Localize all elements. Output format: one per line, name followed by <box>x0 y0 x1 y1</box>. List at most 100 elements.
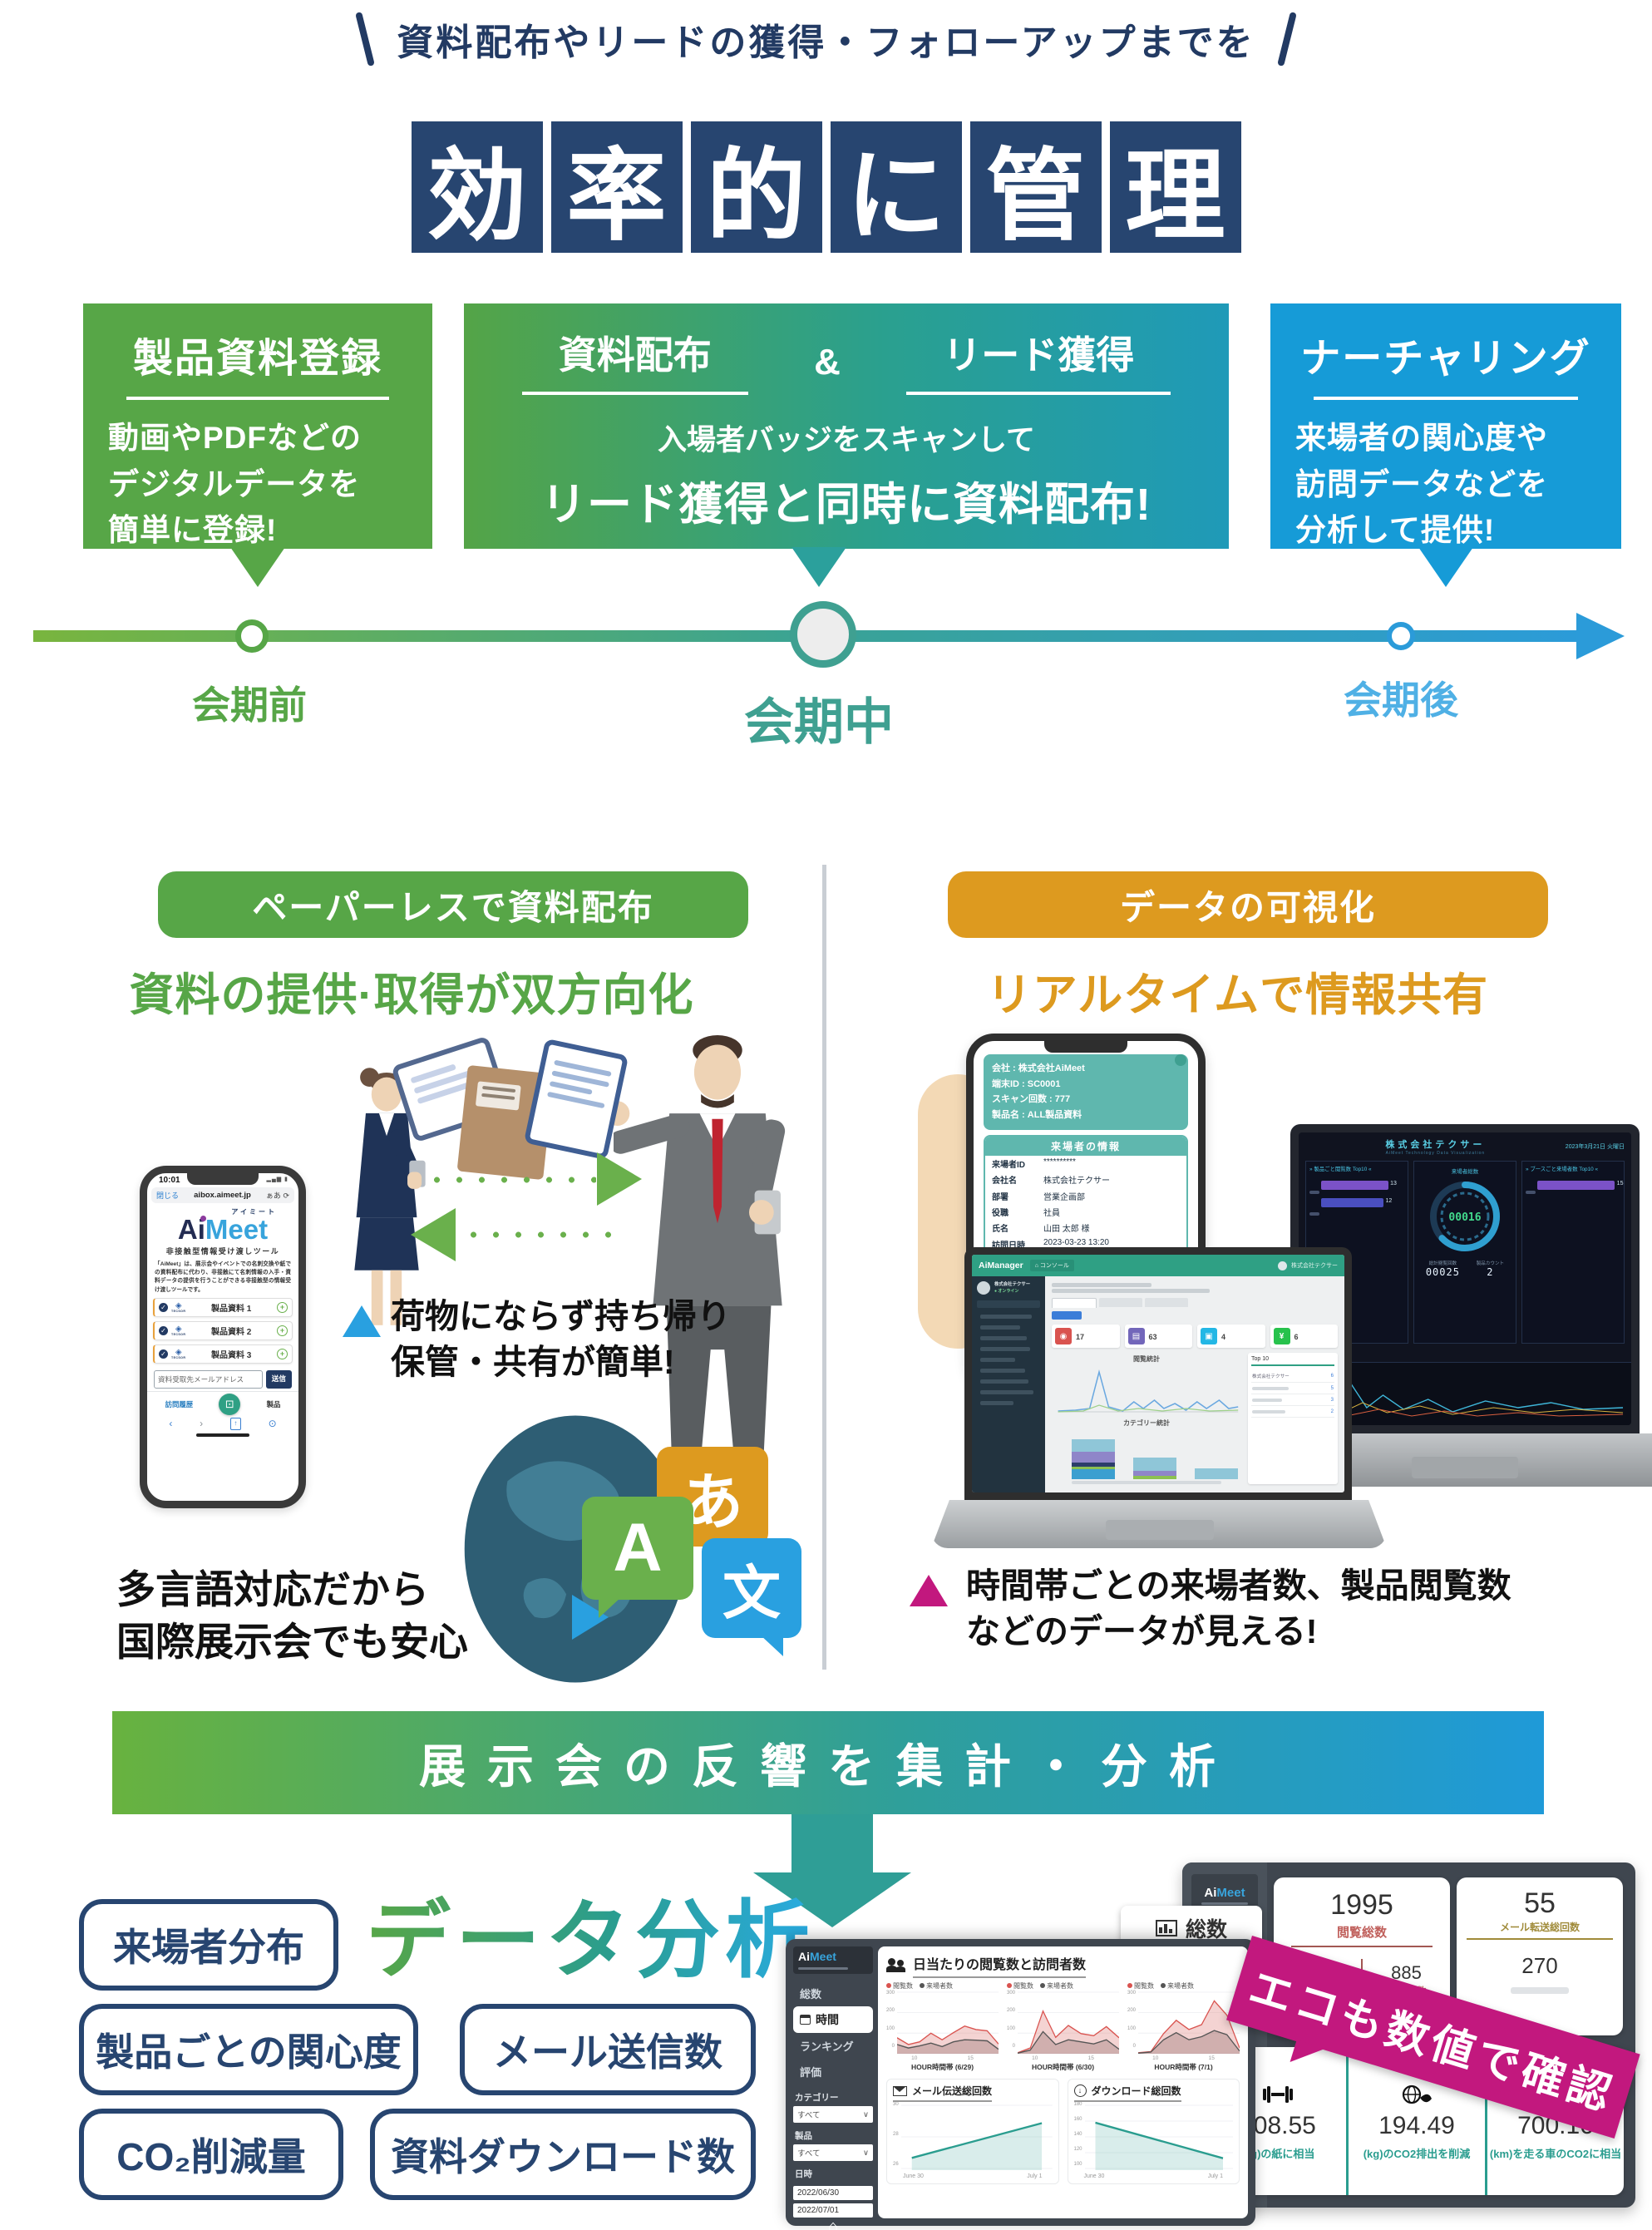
language-bubble-kanji: 文 <box>702 1538 801 1656</box>
step3-line: 分析して提供! <box>1295 513 1496 547</box>
sidebar-item[interactable] <box>980 1400 1013 1405</box>
dark-dash-company: 株式会社テクサー AiMeet Technology Data Visualiz… <box>1305 1137 1566 1156</box>
timeline-node-after <box>1387 622 1415 650</box>
views-stat-title: 閲覧統計 <box>1133 1355 1160 1363</box>
arrow-left-icon <box>411 1208 456 1261</box>
tab[interactable] <box>1099 1298 1142 1307</box>
time-dashboard: AiMeet 総数 時間 ランキング 評価 カテゴリー すべて∨ 製品 すべて∨… <box>786 1939 1255 2230</box>
dark-dash-date: 2023年3月21日 火曜日 <box>1565 1144 1625 1150</box>
step3-title: ナーチャリング <box>1300 337 1591 381</box>
sidebar-item[interactable] <box>980 1325 1020 1330</box>
nav-visit-history[interactable]: 訪問履歴 <box>165 1399 194 1409</box>
send-button[interactable]: 送信 <box>265 1369 292 1389</box>
product-doc-row[interactable]: ✓ ◈TECSOR 製品資料 3 + <box>153 1344 293 1364</box>
menu-totals[interactable]: 総数 <box>800 1988 822 2001</box>
product-doc-row[interactable]: ✓ ◈TECSOR 製品資料 2 + <box>153 1321 293 1341</box>
language-bubble-japanese: あ <box>657 1447 768 1563</box>
product-select[interactable]: すべて∨ <box>793 2144 873 2161</box>
aimeet-logo-kana: アイミート <box>231 1208 277 1216</box>
logo-accent-dot <box>200 1216 206 1221</box>
divider <box>1313 397 1579 400</box>
timeline-label-during: 会期中 <box>744 694 894 750</box>
blue-triangle-bullet-icon <box>343 1305 381 1337</box>
bar-chart-icon <box>1155 1920 1177 1936</box>
summary-banner: 展示会の反響を集計・分析 <box>112 1711 1544 1814</box>
date-from-field[interactable]: 2022/06/30 <box>793 2186 873 2200</box>
account-company: 株式会社テクサー <box>1291 1263 1338 1269</box>
add-icon[interactable]: + <box>277 1325 288 1337</box>
home-icon[interactable]: ⌂ <box>827 2218 839 2230</box>
sidebar-item[interactable] <box>980 1314 1032 1319</box>
scan-button[interactable]: ⊡ <box>219 1393 241 1415</box>
step1-line: デジタルデータを <box>108 466 361 501</box>
pill-mail-count: メール送信数 <box>460 2004 756 2095</box>
check-icon[interactable]: ✓ <box>159 1326 168 1336</box>
sidebar-item[interactable] <box>980 1357 1015 1362</box>
sidebar-item[interactable] <box>980 1346 1030 1351</box>
step-register-box: 製品資料登録 動画やPDFなどの デジタルデータを 簡単に登録! <box>83 303 432 549</box>
stat-card: ▤63 <box>1124 1325 1192 1348</box>
sidebar-search[interactable] <box>977 1300 1040 1308</box>
envelope-icon <box>893 2085 907 2096</box>
forward-icon[interactable]: › <box>200 1418 204 1430</box>
check-icon[interactable]: ✓ <box>159 1349 168 1359</box>
category-stacked-bars <box>1072 1431 1241 1479</box>
aimeet-logo: アイミート AiMeet <box>147 1208 298 1244</box>
step2-title-left: 資料配布 <box>521 325 748 395</box>
dotted-line-left <box>462 1229 622 1241</box>
avatar[interactable] <box>1278 1261 1287 1270</box>
console-breadcrumb[interactable]: ⌂ コンソール <box>1029 1260 1074 1271</box>
visualization-pill: データの可視化 <box>948 871 1548 938</box>
timeline-arrowhead-icon <box>1576 613 1625 659</box>
calendar-icon <box>800 2015 811 2025</box>
check-icon[interactable]: ✓ <box>159 1303 168 1313</box>
product-label: 製品 <box>795 2131 812 2141</box>
sidebar-item[interactable] <box>980 1389 1033 1394</box>
back-icon[interactable]: ‹ <box>169 1418 173 1430</box>
text-size-control[interactable]: ぁあ ⟳ <box>265 1191 289 1200</box>
category-stat-title: カテゴリー統計 <box>1123 1419 1170 1427</box>
share-icon[interactable]: ↑ <box>229 1417 241 1430</box>
primary-button[interactable] <box>1052 1311 1082 1320</box>
browser-close-button[interactable]: 閉じる <box>156 1191 180 1200</box>
title-char: 管 <box>969 121 1102 253</box>
magenta-triangle-bullet-icon <box>910 1575 948 1606</box>
menu-ranking[interactable]: ランキング <box>800 2040 854 2053</box>
left-column-heading: 資料の提供·取得が双方向化 <box>129 970 694 1020</box>
phone-notch <box>1044 1041 1127 1053</box>
email-field[interactable]: 資料受取先メールアドレス <box>154 1369 263 1389</box>
add-icon[interactable]: + <box>277 1302 288 1314</box>
title-char: 率 <box>550 121 683 253</box>
sidebar-item[interactable] <box>980 1379 1028 1384</box>
realtime-caption: 時間帯ごとの来場者数、製品閲覧数 などのデータが見える! <box>966 1566 1511 1651</box>
tab[interactable] <box>1052 1298 1097 1308</box>
gear-icon[interactable] <box>1175 1054 1186 1066</box>
booth-visitors-panel: » ブースごと来場者数 Top10 « 15 <box>1521 1161 1625 1344</box>
home-indicator <box>196 1433 249 1437</box>
step-distribute-box: 資料配布 & リード獲得 入場者バッジをスキャンして リード獲得と同時に資料配布… <box>464 303 1229 549</box>
language-bubble-latin: A <box>582 1497 693 1618</box>
menu-rating[interactable]: 評価 <box>800 2066 822 2079</box>
pill-visitor-distribution: 来場者分布 <box>79 1899 338 1991</box>
category-select[interactable]: すべて∨ <box>793 2106 873 2123</box>
browser-address-bar[interactable]: 閉じる aibox.aimeet.jp ぁあ ⟳ <box>151 1187 294 1203</box>
add-icon[interactable]: + <box>277 1349 288 1360</box>
date-to-field[interactable]: 2022/07/01 <box>793 2203 873 2218</box>
aimeet-tagline: 非接触型情報受け渡しツール <box>165 1247 280 1256</box>
arrow-right-icon <box>597 1152 642 1206</box>
sidebar-item[interactable] <box>980 1368 1025 1373</box>
step1-line: 動画やPDFなどの <box>108 421 362 455</box>
menu-time[interactable]: 時間 <box>793 2006 873 2033</box>
step3-pointer-icon <box>1418 547 1473 587</box>
phone-clock: 10:01 <box>159 1176 180 1185</box>
nav-products[interactable]: 製品 <box>266 1399 281 1409</box>
product-doc-row[interactable]: ✓ ◈TECSOR 製品資料 1 + <box>153 1298 293 1318</box>
compass-icon[interactable]: ⊙ <box>268 1418 277 1430</box>
signal-battery-icons: ▂▄▆ ▮ <box>266 1177 288 1182</box>
sidebar-item[interactable] <box>980 1335 1027 1340</box>
tab[interactable] <box>1145 1298 1188 1307</box>
